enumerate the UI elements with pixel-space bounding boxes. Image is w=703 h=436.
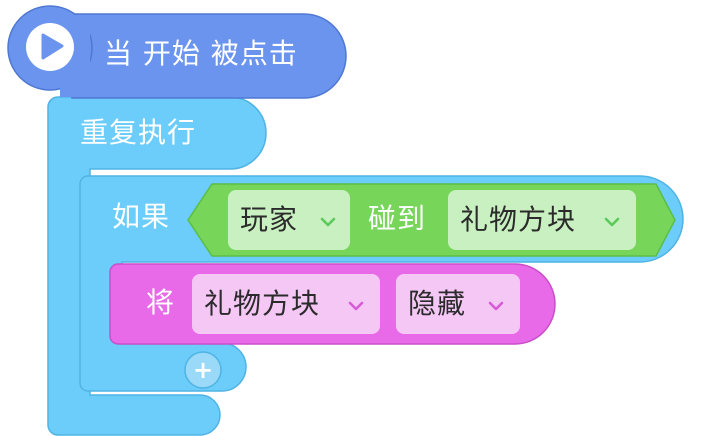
start-event-label: 当 开始 被点击 xyxy=(104,37,298,70)
target-sprite-dropdown[interactable]: 礼物方块 xyxy=(192,274,380,334)
chevron-down-icon xyxy=(488,301,504,311)
player-dropdown-value: 玩家 xyxy=(240,203,299,236)
gift-block-dropdown-value: 礼物方块 xyxy=(460,203,577,236)
target-sprite-dropdown-value: 礼物方块 xyxy=(204,287,321,320)
visibility-action-dropdown[interactable]: 隐藏 xyxy=(396,274,520,334)
repeat-block-body[interactable] xyxy=(47,96,267,436)
start-event-block[interactable] xyxy=(71,13,347,99)
chevron-down-icon xyxy=(604,217,620,227)
chevron-down-icon xyxy=(348,301,364,311)
visibility-action-dropdown-value: 隐藏 xyxy=(408,287,467,320)
chevron-down-icon xyxy=(320,217,336,227)
repeat-label: 重复执行 xyxy=(80,116,197,149)
add-button[interactable]: + xyxy=(184,351,222,389)
set-label: 将 xyxy=(146,286,176,319)
if-label: 如果 xyxy=(112,200,171,233)
player-dropdown[interactable]: 玩家 xyxy=(228,190,350,250)
touching-label: 碰到 xyxy=(368,202,427,235)
gift-block-dropdown[interactable]: 礼物方块 xyxy=(448,190,636,250)
add-button-symbol: + xyxy=(193,356,213,384)
play-icon xyxy=(26,23,74,71)
